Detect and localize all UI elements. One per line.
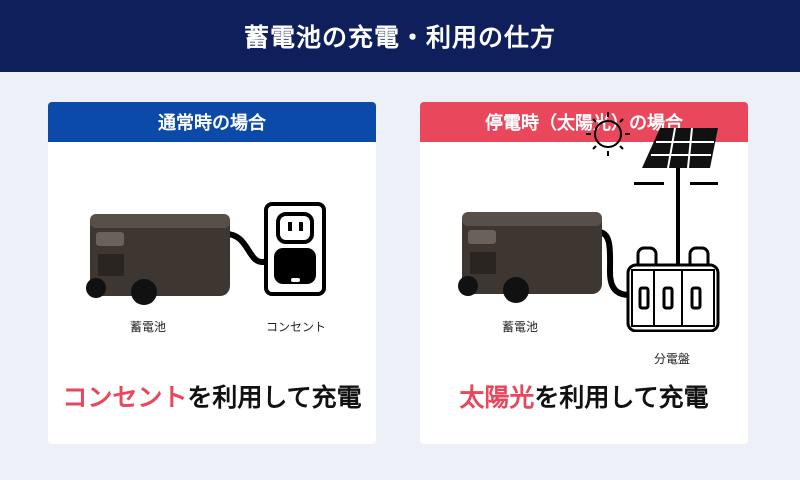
caption-highlight: コンセント [62, 383, 188, 412]
battery-label: 蓄電池 [130, 320, 167, 334]
outlet-label: コンセント [266, 320, 327, 334]
outlet-icon [264, 202, 326, 296]
page-title: 蓄電池の充電・利用の仕方 [0, 0, 800, 72]
battery-icon [86, 214, 230, 305]
cable [597, 229, 631, 298]
caption-text: を利用して充電 [534, 383, 709, 412]
battery-label: 蓄電池 [502, 320, 539, 334]
outage-caption: 太陽光を利用して充電 [420, 378, 748, 414]
cable [225, 231, 288, 265]
normal-caption: コンセントを利用して充電 [48, 378, 376, 414]
solar-panel-icon [634, 127, 718, 282]
distribution-board-icon [626, 246, 720, 332]
normal-diagram [86, 202, 326, 305]
caption-highlight: 太陽光 [459, 383, 535, 412]
outage-diagram [458, 112, 720, 332]
normal-case-card: 通常時の場合 蓄電池 コンセント コンセントを利用して充電 [48, 102, 376, 444]
distribution-board-label: 分電盤 [654, 352, 691, 366]
outage-case-card: 停電時（太陽光）の場合 [420, 102, 748, 444]
battery-icon [458, 212, 602, 303]
normal-case-label: 通常時の場合 [48, 102, 376, 142]
caption-text: を利用して充電 [187, 383, 362, 412]
sun-icon [586, 112, 630, 156]
